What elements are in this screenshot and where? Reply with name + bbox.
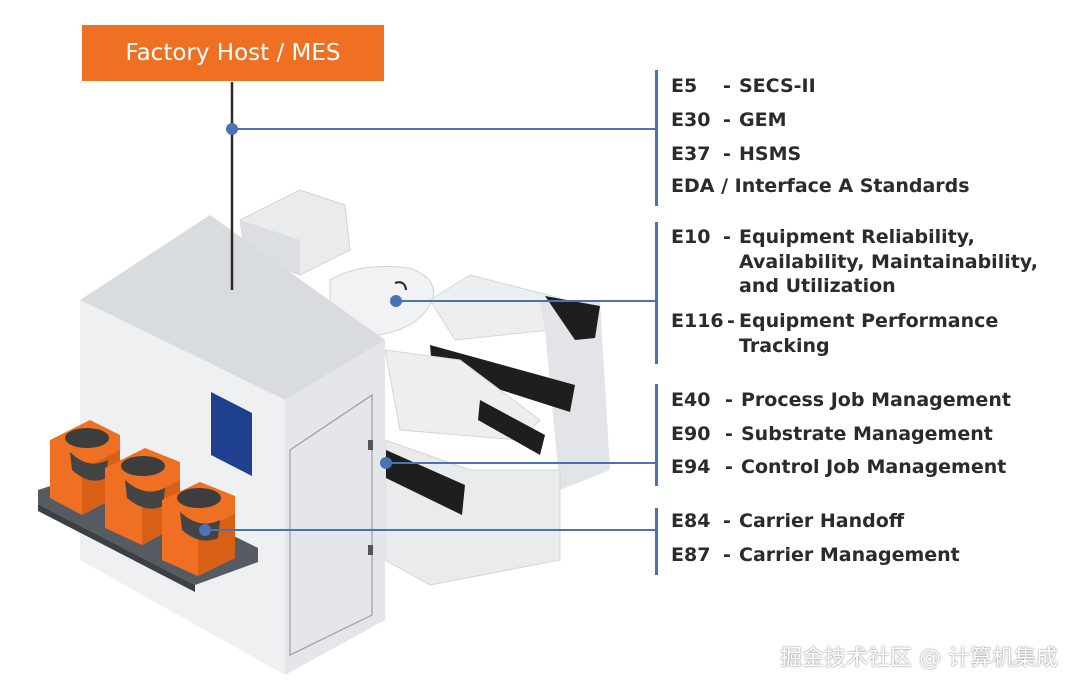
- process-chambers: [384, 274, 610, 586]
- group-bar-3: [655, 384, 658, 486]
- standard-desc-line: and Utilization: [739, 275, 896, 297]
- standard-dash: -: [723, 510, 731, 532]
- standard-dash: -: [725, 456, 733, 478]
- standard-dash: -: [723, 143, 731, 165]
- robot-arm: [239, 189, 435, 337]
- standard-desc: HSMS: [739, 143, 802, 165]
- standard-dash: -: [725, 389, 733, 411]
- standard-code: E40: [671, 389, 711, 411]
- standard-code: E116: [671, 310, 724, 332]
- watermark: 掘金技术社区 @ 计算机集成: [780, 646, 1058, 671]
- equipment-cabinet: [80, 215, 385, 675]
- standard-desc: Carrier Management: [739, 544, 960, 566]
- standard-desc: Substrate Management: [741, 423, 993, 445]
- standard-desc: Control Job Management: [741, 456, 1007, 478]
- carrier-3: [162, 482, 235, 576]
- standard-dash: -: [723, 544, 731, 566]
- standard-code: E94: [671, 456, 711, 478]
- standard-desc: GEM: [739, 109, 787, 131]
- standard-code: E90: [671, 423, 711, 445]
- standard-code: E10: [671, 226, 711, 248]
- standard-code: E30: [671, 109, 711, 131]
- group-bar-1: [655, 70, 658, 206]
- factory-host-box: Factory Host / MES: [82, 25, 384, 81]
- standard-dash: -: [723, 226, 731, 248]
- standard-dash: -: [727, 310, 735, 332]
- standard-desc-line: Tracking: [739, 335, 830, 357]
- standard-code: E84: [671, 510, 711, 532]
- standard-desc-line: Availability, Maintainability,: [739, 251, 1038, 273]
- standard-code: E5: [671, 75, 698, 97]
- standard-desc-line: Equipment Reliability,: [739, 226, 975, 248]
- connector-lines: [199, 82, 656, 536]
- standard-code: E87: [671, 544, 711, 566]
- standard-code: E37: [671, 143, 711, 165]
- standard-desc: SECS-II: [739, 75, 816, 97]
- standard-full-label: EDA / Interface A Standards: [671, 175, 970, 197]
- standard-desc-line: Equipment Performance: [739, 310, 999, 332]
- standard-dash: -: [723, 109, 731, 131]
- group-bar-2: [655, 222, 658, 364]
- factory-host-label: Factory Host / MES: [125, 40, 341, 66]
- standard-dash: -: [723, 75, 731, 97]
- group-bar-4: [655, 508, 658, 575]
- standard-dash: -: [725, 423, 733, 445]
- standard-desc: Carrier Handoff: [739, 510, 905, 532]
- standard-desc: Process Job Management: [741, 389, 1011, 411]
